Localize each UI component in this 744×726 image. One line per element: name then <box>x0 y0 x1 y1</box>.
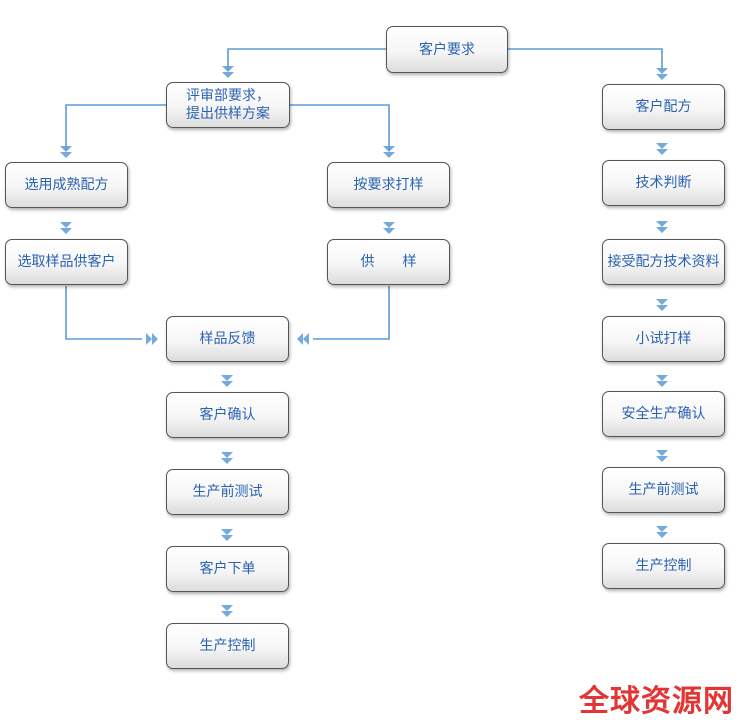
node-customer-confirm: 客户确认 <box>166 392 289 438</box>
arrow-down-icon <box>60 146 72 158</box>
node-production-control-left: 生产控制 <box>166 623 289 669</box>
arrow-down-icon <box>222 66 234 78</box>
arrow-down-icon <box>656 375 668 387</box>
arrow-down-icon <box>656 299 668 311</box>
node-accept-technical-data: 接受配方技术资料 <box>602 239 725 285</box>
connector-review-to-mature <box>65 104 166 150</box>
node-review-requirement: 评审部要求， 提出供样方案 <box>166 82 290 128</box>
node-label: 评审部要求， 提出供样方案 <box>186 88 270 122</box>
arrow-down-icon <box>656 526 668 538</box>
arrow-down-icon <box>383 222 395 234</box>
node-label: 样品反馈 <box>199 331 256 347</box>
node-label: 选取样品供客户 <box>17 254 116 270</box>
arrow-down-icon <box>656 68 668 80</box>
connector-start-to-customer-formula <box>508 48 663 70</box>
arrow-down-icon <box>221 375 233 387</box>
node-label: 按要求打样 <box>353 177 424 193</box>
arrow-down-icon <box>656 450 668 462</box>
node-label: 客户要求 <box>419 41 475 58</box>
node-pre-production-test-left: 生产前测试 <box>166 469 289 515</box>
node-sample-feedback: 样品反馈 <box>166 316 289 362</box>
arrow-right-icon <box>146 333 158 345</box>
connector-supply-to-feedback <box>313 286 390 340</box>
node-safety-confirm: 安全生产确认 <box>602 391 725 437</box>
node-label: 生产控制 <box>635 558 692 574</box>
node-customer-formula: 客户配方 <box>602 84 725 130</box>
node-pre-production-test-right: 生产前测试 <box>602 467 725 513</box>
node-make-sample: 按要求打样 <box>327 162 450 208</box>
arrow-left-icon <box>297 333 309 345</box>
node-label: 生产控制 <box>199 638 256 654</box>
node-trial-sample: 小试打样 <box>602 316 725 362</box>
arrow-down-icon <box>221 452 233 464</box>
connector-review-to-make-sample <box>290 104 390 150</box>
node-label: 选用成熟配方 <box>24 177 109 193</box>
connector-start-to-review <box>227 48 386 70</box>
node-technical-judgement: 技术判断 <box>602 160 725 206</box>
arrow-down-icon <box>656 221 668 233</box>
node-select-mature-formula: 选用成熟配方 <box>5 162 128 208</box>
arrow-down-icon <box>383 146 395 158</box>
node-label: 供 样 <box>360 254 417 270</box>
node-label: 生产前测试 <box>192 484 263 500</box>
node-label: 客户下单 <box>199 561 256 577</box>
node-supply-sample: 供 样 <box>327 239 450 285</box>
arrow-down-icon <box>656 143 668 155</box>
connector-pick-to-feedback <box>65 286 142 340</box>
node-pick-sample: 选取样品供客户 <box>5 239 128 285</box>
node-production-control-right: 生产控制 <box>602 543 725 589</box>
arrow-down-icon <box>221 605 233 617</box>
node-label: 客户配方 <box>635 99 692 115</box>
node-label: 客户确认 <box>199 407 256 423</box>
node-label: 接受配方技术资料 <box>607 254 720 270</box>
node-label: 技术判断 <box>635 175 692 191</box>
node-label: 小试打样 <box>635 331 692 347</box>
arrow-down-icon <box>221 529 233 541</box>
arrow-down-icon <box>60 222 72 234</box>
node-label: 安全生产确认 <box>621 406 706 422</box>
node-customer-order: 客户下单 <box>166 546 289 592</box>
watermark-logo: 全球资源网 <box>579 684 734 719</box>
node-customer-requirement: 客户要求 <box>386 26 508 73</box>
node-label: 生产前测试 <box>628 482 699 498</box>
